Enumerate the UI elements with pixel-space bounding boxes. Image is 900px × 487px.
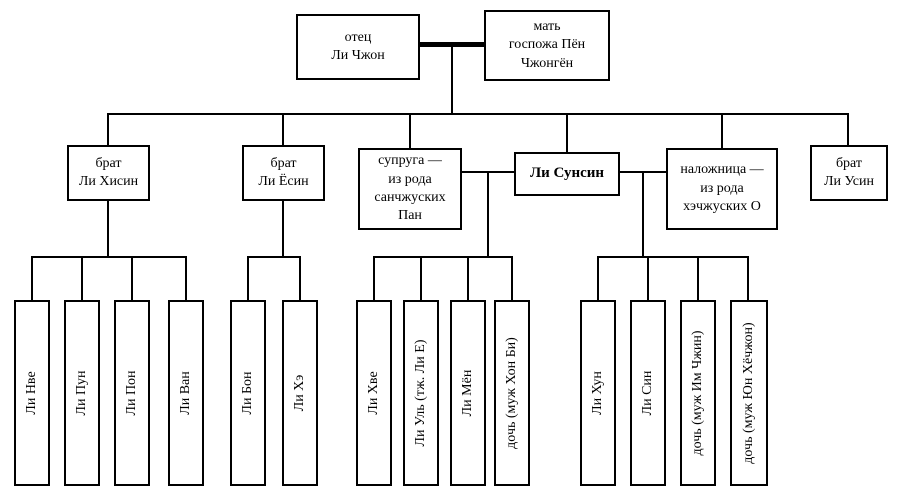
connector-line — [697, 256, 699, 300]
connector-line — [566, 113, 568, 152]
node-label: наложница — из рода хэчжуских О — [680, 162, 764, 215]
node-li-he: Ли Хэ — [282, 300, 318, 486]
connector-line — [31, 256, 33, 300]
node-label: Ли Пун — [74, 370, 89, 416]
node-label: Ли Пон — [124, 370, 139, 416]
connector-line — [487, 171, 489, 258]
connector-line — [107, 113, 109, 145]
node-label: супруга — из рода санчжуских Пан — [374, 153, 446, 224]
connector-line — [299, 256, 301, 300]
node-mother: мать госпожа Пён Чжонгён — [484, 10, 610, 81]
node-brother-li-hisin: брат Ли Хисин — [67, 145, 150, 201]
connector-line — [185, 256, 187, 300]
node-label: дочь (муж Им Чжин) — [690, 330, 705, 456]
connector-line — [282, 113, 284, 145]
node-li-van: Ли Ван — [168, 300, 204, 486]
node-label: брат Ли Усин — [824, 155, 874, 189]
node-label: мать госпожа Пён Чжонгён — [508, 18, 586, 71]
node-daughter-hon-bi: дочь (муж Хон Би) — [494, 300, 530, 486]
node-label: Ли Нве — [24, 371, 39, 415]
connector-line — [847, 113, 849, 145]
node-label: брат Ли Хисин — [78, 155, 139, 189]
connector-line — [647, 256, 649, 300]
connector-line — [642, 171, 644, 258]
node-li-ul: Ли Уль (тж. Ли Е) — [403, 300, 439, 486]
connector-line — [597, 256, 749, 258]
node-father: отец Ли Чжон — [296, 14, 420, 80]
node-label: Ли Сунсин — [529, 165, 605, 182]
node-daughter-yun-hyojon: дочь (муж Юн Хёчжон) — [730, 300, 768, 486]
node-concubine-o-clan: наложница — из рода хэчжуских О — [666, 148, 778, 230]
node-li-pon: Ли Пон — [114, 300, 150, 486]
node-li-sunsin: Ли Сунсин — [514, 152, 620, 196]
node-label: Ли Уль (тж. Ли Е) — [413, 339, 428, 447]
node-daughter-im-jin: дочь (муж Им Чжин) — [680, 300, 716, 486]
connector-line — [409, 113, 411, 148]
connector-line — [373, 256, 375, 300]
node-label: Ли Мён — [460, 369, 475, 417]
node-wife-pan-clan: супруга — из рода санчжуских Пан — [358, 148, 462, 230]
connector-line — [373, 256, 513, 258]
node-label: Ли Син — [640, 370, 655, 416]
node-li-hve: Ли Хве — [356, 300, 392, 486]
connector-line — [107, 201, 109, 258]
connector-line — [511, 256, 513, 300]
node-label: Ли Хве — [366, 371, 381, 415]
node-label: дочь (муж Хон Би) — [504, 337, 519, 449]
node-label: брат Ли Ёсин — [258, 155, 309, 189]
connector-line — [31, 256, 187, 258]
node-label: Ли Хун — [590, 371, 605, 415]
node-brother-li-yosin: брат Ли Ёсин — [242, 145, 325, 201]
connector-line — [721, 113, 723, 148]
connector-line — [597, 256, 599, 300]
connector-line — [420, 256, 422, 300]
node-label: отец Ли Чжон — [331, 29, 385, 63]
connector-line — [81, 256, 83, 300]
node-li-pun: Ли Пун — [64, 300, 100, 486]
node-label: Ли Ван — [178, 371, 193, 415]
connector-line — [131, 256, 133, 300]
node-li-nve: Ли Нве — [14, 300, 50, 486]
node-label: Ли Бон — [240, 371, 255, 415]
node-li-sin: Ли Син — [630, 300, 666, 486]
connector-line — [247, 256, 249, 300]
marriage-line-parents — [420, 42, 484, 47]
connector-line — [247, 256, 301, 258]
connector-line — [282, 201, 284, 258]
connector-line — [747, 256, 749, 300]
node-label: дочь (муж Юн Хёчжон) — [741, 322, 756, 464]
node-brother-li-usin: брат Ли Усин — [810, 145, 888, 201]
connector-line — [467, 256, 469, 300]
connector-line — [451, 47, 453, 115]
node-li-hun: Ли Хун — [580, 300, 616, 486]
node-li-bon: Ли Бон — [230, 300, 266, 486]
node-li-myon: Ли Мён — [450, 300, 486, 486]
connector-line — [107, 113, 849, 115]
node-label: Ли Хэ — [292, 374, 307, 412]
